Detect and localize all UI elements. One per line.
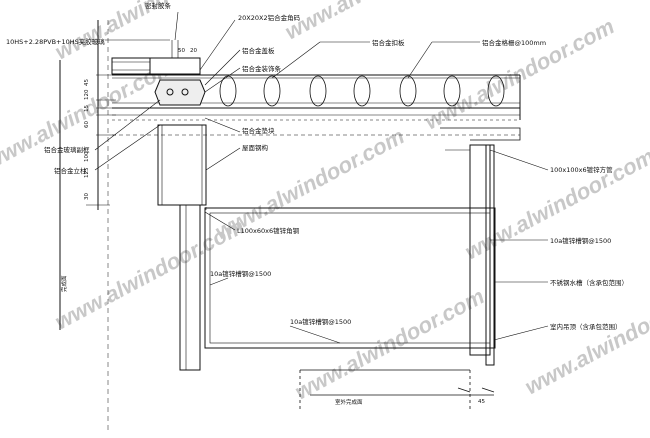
grille-slat bbox=[443, 75, 461, 107]
gutter-wall bbox=[485, 144, 495, 366]
dim-60: 60 bbox=[84, 121, 90, 128]
label-connector: 铝合金立柱 bbox=[54, 166, 87, 175]
grille-slat bbox=[353, 75, 371, 107]
floor bbox=[299, 369, 495, 410]
grille-slat bbox=[219, 75, 237, 107]
watermark: www.alwindoor.com bbox=[421, 13, 619, 134]
grille-slat bbox=[309, 75, 327, 107]
dim-125: 125 bbox=[84, 167, 90, 178]
watermark: www.alwindoor.com bbox=[291, 283, 489, 404]
label-floor: 完成面 bbox=[60, 275, 68, 292]
label-glass: 10HS+2.28PVB+10HS夹胶玻璃 bbox=[6, 37, 105, 46]
label-plate-2: 10a镀锌槽钢@1500 bbox=[210, 269, 271, 278]
label-grille: 铝合金格栅@100mm bbox=[482, 38, 546, 47]
watermark: www.alwindoor.com bbox=[521, 278, 650, 399]
label-plate-3: 10a镀锌槽钢@1500 bbox=[290, 317, 351, 326]
label-sealant: 密封胶条 bbox=[145, 1, 172, 10]
label-plate-1: 10a镀锌槽钢@1500 bbox=[550, 236, 611, 245]
label-ceiling: 室内吊顶（含承包范围） bbox=[550, 322, 622, 331]
label-cover: 铝合金盖板 bbox=[242, 46, 275, 55]
dim-20: 20 bbox=[190, 48, 197, 54]
grille-slat bbox=[399, 75, 417, 107]
column-box bbox=[157, 124, 207, 206]
dim-15: 15 bbox=[84, 105, 90, 112]
label-mullion: 铝合金玻璃副框 bbox=[44, 145, 90, 154]
column-stem bbox=[179, 204, 201, 371]
label-corner-code: 20X20X2铝合金角码 bbox=[238, 13, 301, 22]
node-detail bbox=[149, 40, 206, 106]
dim-45: 45 bbox=[84, 79, 90, 86]
main-frame bbox=[204, 207, 496, 349]
grille-slat bbox=[263, 75, 281, 107]
watermark: www.alwindoor.com bbox=[281, 0, 479, 44]
label-cup-pad: 铝合金垫块 bbox=[242, 126, 275, 135]
dim-45b: 45 bbox=[478, 399, 485, 405]
label-outer-panel: 铝合金扣板 bbox=[372, 38, 405, 47]
label-angle-steel: L100x60x6镀锌角钢 bbox=[237, 226, 300, 235]
label-sq-tube: 100x100x6镀锌方管 bbox=[550, 165, 613, 174]
leaders bbox=[94, 11, 549, 344]
steel-frame bbox=[112, 134, 520, 349]
dim-120: 120 bbox=[84, 89, 90, 100]
dim-50: 50 bbox=[178, 48, 185, 54]
gutter-assembly bbox=[440, 127, 521, 366]
labels: 密封胶条 10HS+2.28PVB+10HS夹胶玻璃 20X20X2铝合金角码 … bbox=[6, 1, 628, 406]
square-tube bbox=[469, 144, 491, 356]
grille-slat bbox=[487, 75, 505, 107]
watermark: www.alwindoor.com bbox=[461, 143, 650, 264]
dimension-texts: 50 20 120 45 15 60 125 30 100 45 bbox=[84, 48, 485, 405]
label-gutter: 不锈钢水槽（含承包范围） bbox=[550, 278, 628, 287]
dim-100: 100 bbox=[84, 151, 90, 162]
label-section: 室外完成面 bbox=[335, 398, 363, 406]
label-decor-strip: 铝合金装饰条 bbox=[242, 64, 282, 73]
label-steel-frame: 屋面钢构 bbox=[242, 143, 269, 152]
dim-30: 30 bbox=[84, 193, 90, 200]
